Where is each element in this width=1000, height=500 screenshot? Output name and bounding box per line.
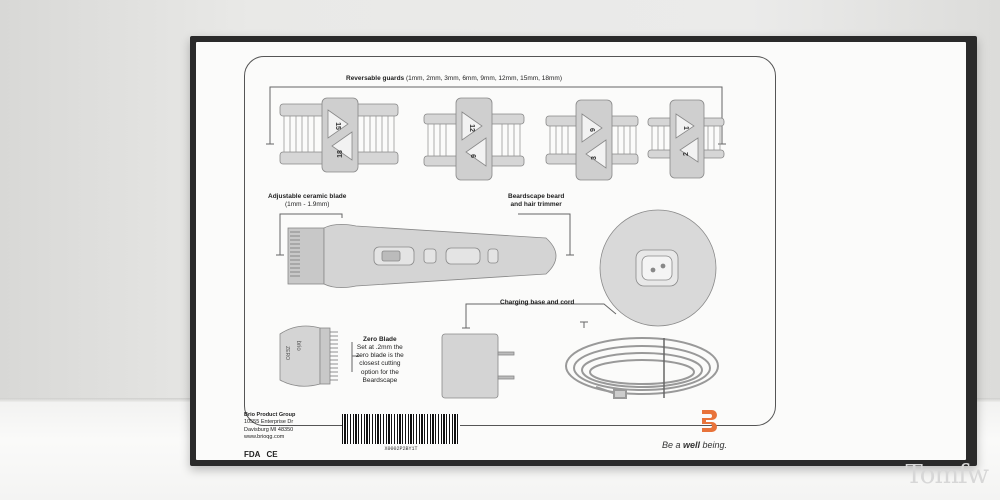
guard-label-bottom: 9 bbox=[471, 154, 478, 158]
certification-marks: FDA CE bbox=[244, 450, 278, 459]
charging-cord bbox=[565, 337, 719, 399]
guard-label-top: 6 bbox=[588, 128, 595, 132]
guard-6-3 bbox=[545, 99, 639, 181]
box-back-panel: Reversable guards (1mm, 2mm, 3mm, 6mm, 9… bbox=[196, 42, 966, 460]
charging-title: Charging base and cord bbox=[500, 299, 575, 306]
ce-mark: CE bbox=[266, 450, 278, 459]
charging-base bbox=[599, 209, 717, 327]
diagram-frame bbox=[244, 56, 776, 426]
guard-label-top: 12 bbox=[468, 124, 475, 132]
trimmer-body bbox=[287, 224, 557, 288]
blade-title: Adjustable ceramic blade(1mm - 1.9mm) bbox=[268, 193, 347, 209]
zero-blade-word: ZERO bbox=[284, 346, 291, 361]
guard-12-9 bbox=[423, 97, 525, 181]
company-info: Brio Product Group 10555 Enterprise Dr D… bbox=[244, 412, 296, 441]
guard-label-top: 15 bbox=[334, 122, 341, 130]
tagline: Be a well being. bbox=[662, 440, 728, 450]
power-adapter bbox=[441, 333, 515, 399]
zero-blade-brand: brio bbox=[294, 340, 301, 351]
guard-1-2 bbox=[647, 99, 725, 179]
guard-label-bottom: 3 bbox=[591, 156, 598, 160]
product-box: Reversable guards (1mm, 2mm, 3mm, 6mm, 9… bbox=[190, 36, 977, 466]
zero-blade bbox=[279, 325, 338, 387]
guard-15-18 bbox=[279, 97, 399, 173]
guard-label-top: 1 bbox=[682, 126, 689, 130]
barcode bbox=[342, 414, 460, 444]
fda-mark: FDA bbox=[244, 450, 261, 459]
zero-blade-description: Zero Blade Set at .2mm the zero blade is… bbox=[356, 336, 404, 384]
watermark: Tomfw bbox=[905, 460, 989, 490]
guard-label-bottom: 2 bbox=[683, 152, 690, 156]
guard-label-bottom: 18 bbox=[337, 150, 344, 158]
guards-title: Reversable guards (1mm, 2mm, 3mm, 6mm, 9… bbox=[346, 75, 562, 82]
barcode-number: X0002P2BY1T bbox=[384, 446, 418, 452]
brio-logo-icon bbox=[702, 410, 717, 432]
